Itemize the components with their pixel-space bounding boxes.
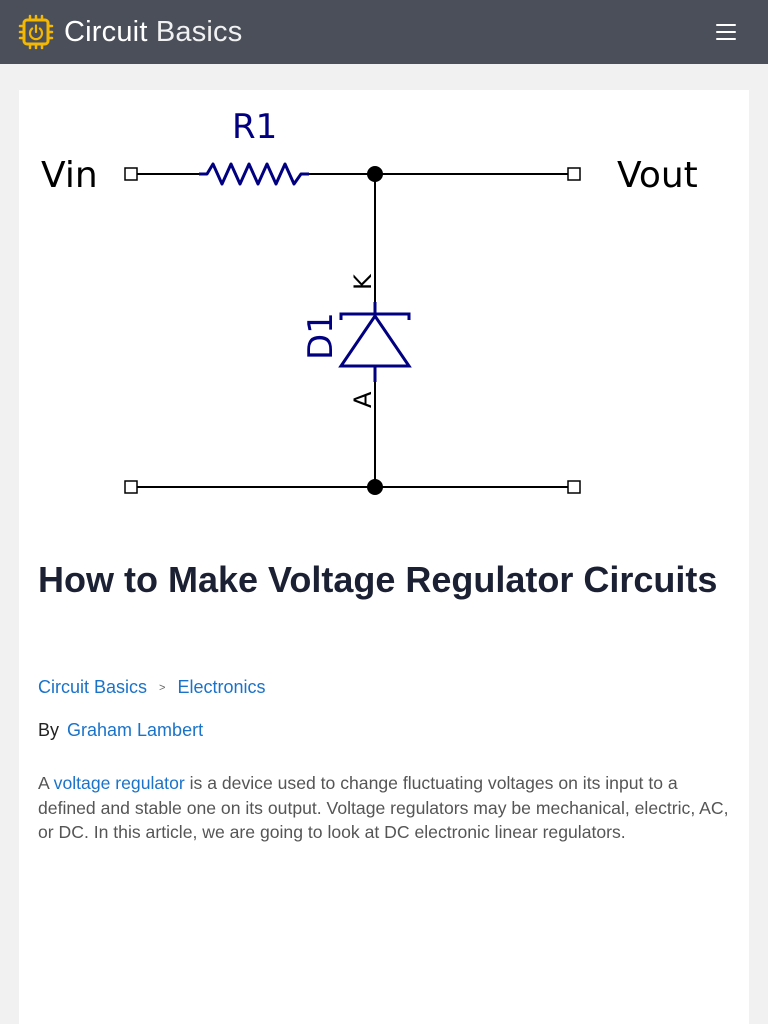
article-title: How to Make Voltage Regulator Circuits: [38, 559, 718, 600]
ground-in-terminal: [124, 480, 138, 494]
vout-label: Vout: [617, 155, 698, 196]
zener-regulator-schematic: R1 Vin Vout D1 K A: [41, 107, 698, 495]
byline: By Graham Lambert: [38, 718, 203, 742]
vout-terminal: [567, 167, 581, 181]
top-junction-dot: [367, 166, 383, 182]
brand-word-basics: Basics: [155, 16, 243, 48]
site-name: Circuit Basics: [64, 14, 242, 50]
breadcrumb-separator: >: [159, 682, 166, 695]
ground-out-terminal: [567, 480, 581, 494]
cathode-label: K: [349, 273, 377, 290]
breadcrumb-link-home[interactable]: Circuit Basics: [38, 677, 148, 697]
brand-word-circuit: Circuit: [64, 16, 148, 48]
article-card: R1 Vin Vout D1 K A How to Make Voltage R…: [19, 90, 749, 1024]
resistor-symbol: [199, 162, 309, 186]
vin-terminal: [124, 167, 138, 181]
breadcrumb: Circuit Basics > Electronics: [38, 675, 266, 700]
breadcrumb-link-electronics[interactable]: Electronics: [177, 677, 266, 697]
article-intro: A voltage regulator is a device used to …: [38, 771, 733, 845]
resistor-label: R1: [232, 107, 277, 147]
voltage-regulator-link[interactable]: voltage regulator: [53, 773, 185, 793]
site-logo[interactable]: Circuit Basics: [18, 14, 242, 50]
site-header: Circuit Basics: [0, 0, 768, 64]
zener-diode-symbol: [338, 302, 412, 382]
intro-text-after: is a device used to change fluctuating v…: [38, 773, 729, 842]
anode-label: A: [349, 391, 377, 408]
chip-power-icon: [18, 14, 54, 50]
diode-label: D1: [301, 312, 341, 360]
bottom-junction-dot: [367, 479, 383, 495]
byline-prefix: By: [38, 720, 60, 740]
hamburger-menu-icon[interactable]: [708, 16, 744, 48]
author-link[interactable]: Graham Lambert: [67, 720, 204, 740]
vin-label: Vin: [41, 155, 98, 196]
intro-text-before: A: [38, 773, 54, 793]
